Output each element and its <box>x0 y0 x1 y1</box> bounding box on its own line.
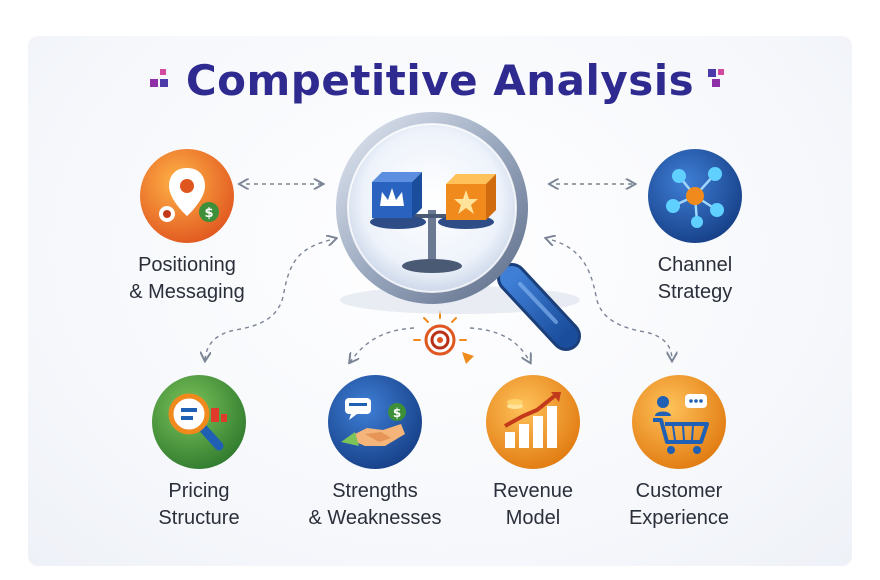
connector-strengths <box>350 327 415 362</box>
revenue-label-line1: Revenue <box>492 480 574 502</box>
node-revenue: Revenue Model <box>458 372 608 532</box>
connector-customer <box>552 240 672 360</box>
customer-label: Customer Experience <box>604 478 754 532</box>
title-decoration-right-icon <box>708 69 730 91</box>
node-pricing: Pricing Structure <box>124 372 274 532</box>
network-nodes-icon <box>645 146 745 246</box>
connectors <box>205 184 672 362</box>
channel-label-line2: Strategy <box>657 281 733 303</box>
channel-label: Channel Strategy <box>620 252 770 306</box>
growth-bar-chart-icon <box>483 372 583 472</box>
center-magnifier-icon <box>336 112 581 351</box>
connector-revenue <box>469 327 530 362</box>
positioning-label-line2: & Messaging <box>129 281 245 303</box>
pricing-label-line2: Structure <box>158 507 240 529</box>
shopping-cart-user-icon <box>629 372 729 472</box>
node-positioning: $ Positioning & Messaging <box>112 146 262 306</box>
target-icon <box>413 311 474 364</box>
revenue-label: Revenue Model <box>458 478 608 532</box>
positioning-label-line1: Positioning <box>138 254 236 276</box>
channel-label-line1: Channel <box>657 254 733 276</box>
svg-text:$: $ <box>393 406 401 420</box>
connector-pricing <box>205 240 330 360</box>
svg-text:$: $ <box>204 206 213 221</box>
page-title: Competitive Analysis <box>185 55 695 105</box>
node-strengths: $ Strengths & Weaknesses <box>292 372 458 532</box>
handshake-chat-icon: $ <box>325 372 425 472</box>
strengths-label-line1: Strengths <box>332 480 418 502</box>
customer-label-line1: Customer <box>635 480 723 502</box>
revenue-label-line2: Model <box>505 507 561 529</box>
crown-cube-icon <box>372 172 422 218</box>
pricing-label-line1: Pricing <box>168 480 230 502</box>
map-pin-dollar-icon: $ <box>137 146 237 246</box>
positioning-label: Positioning & Messaging <box>112 252 262 306</box>
pricing-label: Pricing Structure <box>124 478 274 532</box>
title-decoration-left-icon <box>149 69 172 91</box>
title-row: Competitive Analysis <box>0 52 880 108</box>
strengths-label: Strengths & Weaknesses <box>292 478 458 532</box>
node-customer: Customer Experience <box>604 372 754 532</box>
node-channel: Channel Strategy <box>620 146 770 306</box>
magnifier-price-icon <box>149 372 249 472</box>
star-cube-icon <box>446 174 496 220</box>
strengths-label-line2: & Weaknesses <box>308 507 442 529</box>
customer-label-line2: Experience <box>628 507 730 529</box>
